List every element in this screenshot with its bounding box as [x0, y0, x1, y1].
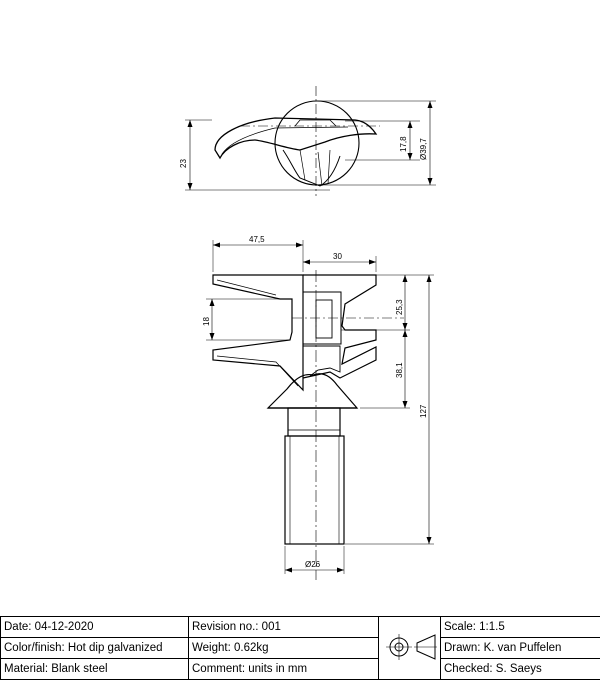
scale-cell: Scale: 1:1.5: [440, 616, 600, 638]
projection-symbol-icon: [385, 633, 437, 660]
date-cell: Date: 04-12-2020: [0, 616, 189, 638]
weight-cell: Weight: 0.62kg: [188, 637, 379, 659]
checked-cell: Checked: S. Saeys: [440, 658, 600, 680]
projection-symbol-cell: [378, 616, 441, 680]
comment-cell: Comment: units in mm: [188, 658, 379, 680]
dim-width-left: 47,5: [249, 235, 265, 244]
revision-cell: Revision no.: 001: [188, 616, 379, 638]
dim-shaft-diameter: Ø26: [305, 560, 321, 569]
dim-total-height: 127: [419, 404, 428, 418]
dim-top-diameter: Ø39,7: [419, 138, 428, 160]
front-view-arrows: [209, 242, 432, 573]
dim-width-right: 30: [333, 252, 342, 261]
material-cell: Material: Blank steel: [0, 658, 189, 680]
dim-top-inner: 17,8: [399, 136, 408, 152]
dim-upper-height: 25,3: [395, 299, 404, 315]
front-view: [206, 240, 434, 580]
dim-lower-height: 38,1: [395, 362, 404, 378]
top-view-arrows: [187, 101, 433, 190]
top-view: [185, 86, 436, 196]
color-finish-cell: Color/finish: Hot dip galvanized: [0, 637, 189, 659]
title-block: Date: 04-12-2020 Revision no.: 001 Scale…: [0, 616, 600, 683]
dim-slot-height: 18: [202, 317, 211, 326]
technical-drawing: 23 17,8 Ø39,7: [179, 86, 436, 580]
dim-top-height: 23: [179, 159, 188, 168]
drawn-cell: Drawn: K. van Puffelen: [440, 637, 600, 659]
